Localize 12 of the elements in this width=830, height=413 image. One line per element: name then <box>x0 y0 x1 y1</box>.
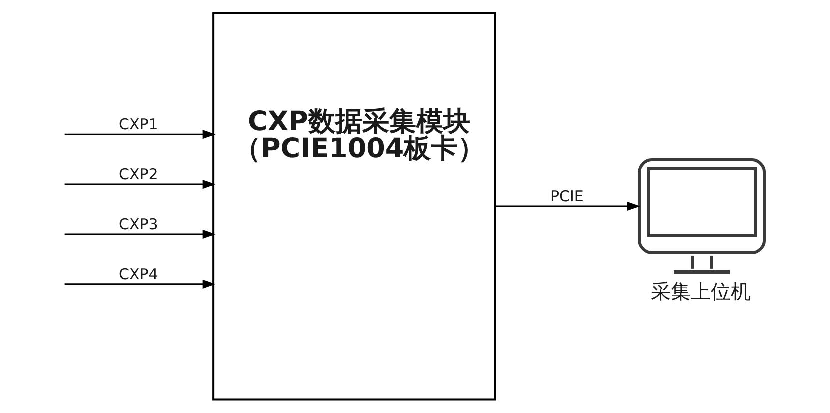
arrow <box>496 202 640 212</box>
arrow <box>64 230 216 240</box>
node-box: CXP数据采集模块 （PCIE1004板卡） <box>212 12 496 401</box>
edge-label: PCIE <box>550 188 584 206</box>
edge-label: CXP4 <box>119 265 158 284</box>
arrow <box>64 180 216 190</box>
arrow <box>64 130 216 140</box>
edge-label: CXP3 <box>119 215 158 234</box>
arrow <box>64 280 216 289</box>
edge-label: CXP2 <box>119 166 158 184</box>
node-label: 采集上位机 <box>651 279 752 304</box>
edge-label: CXP1 <box>119 116 158 134</box>
